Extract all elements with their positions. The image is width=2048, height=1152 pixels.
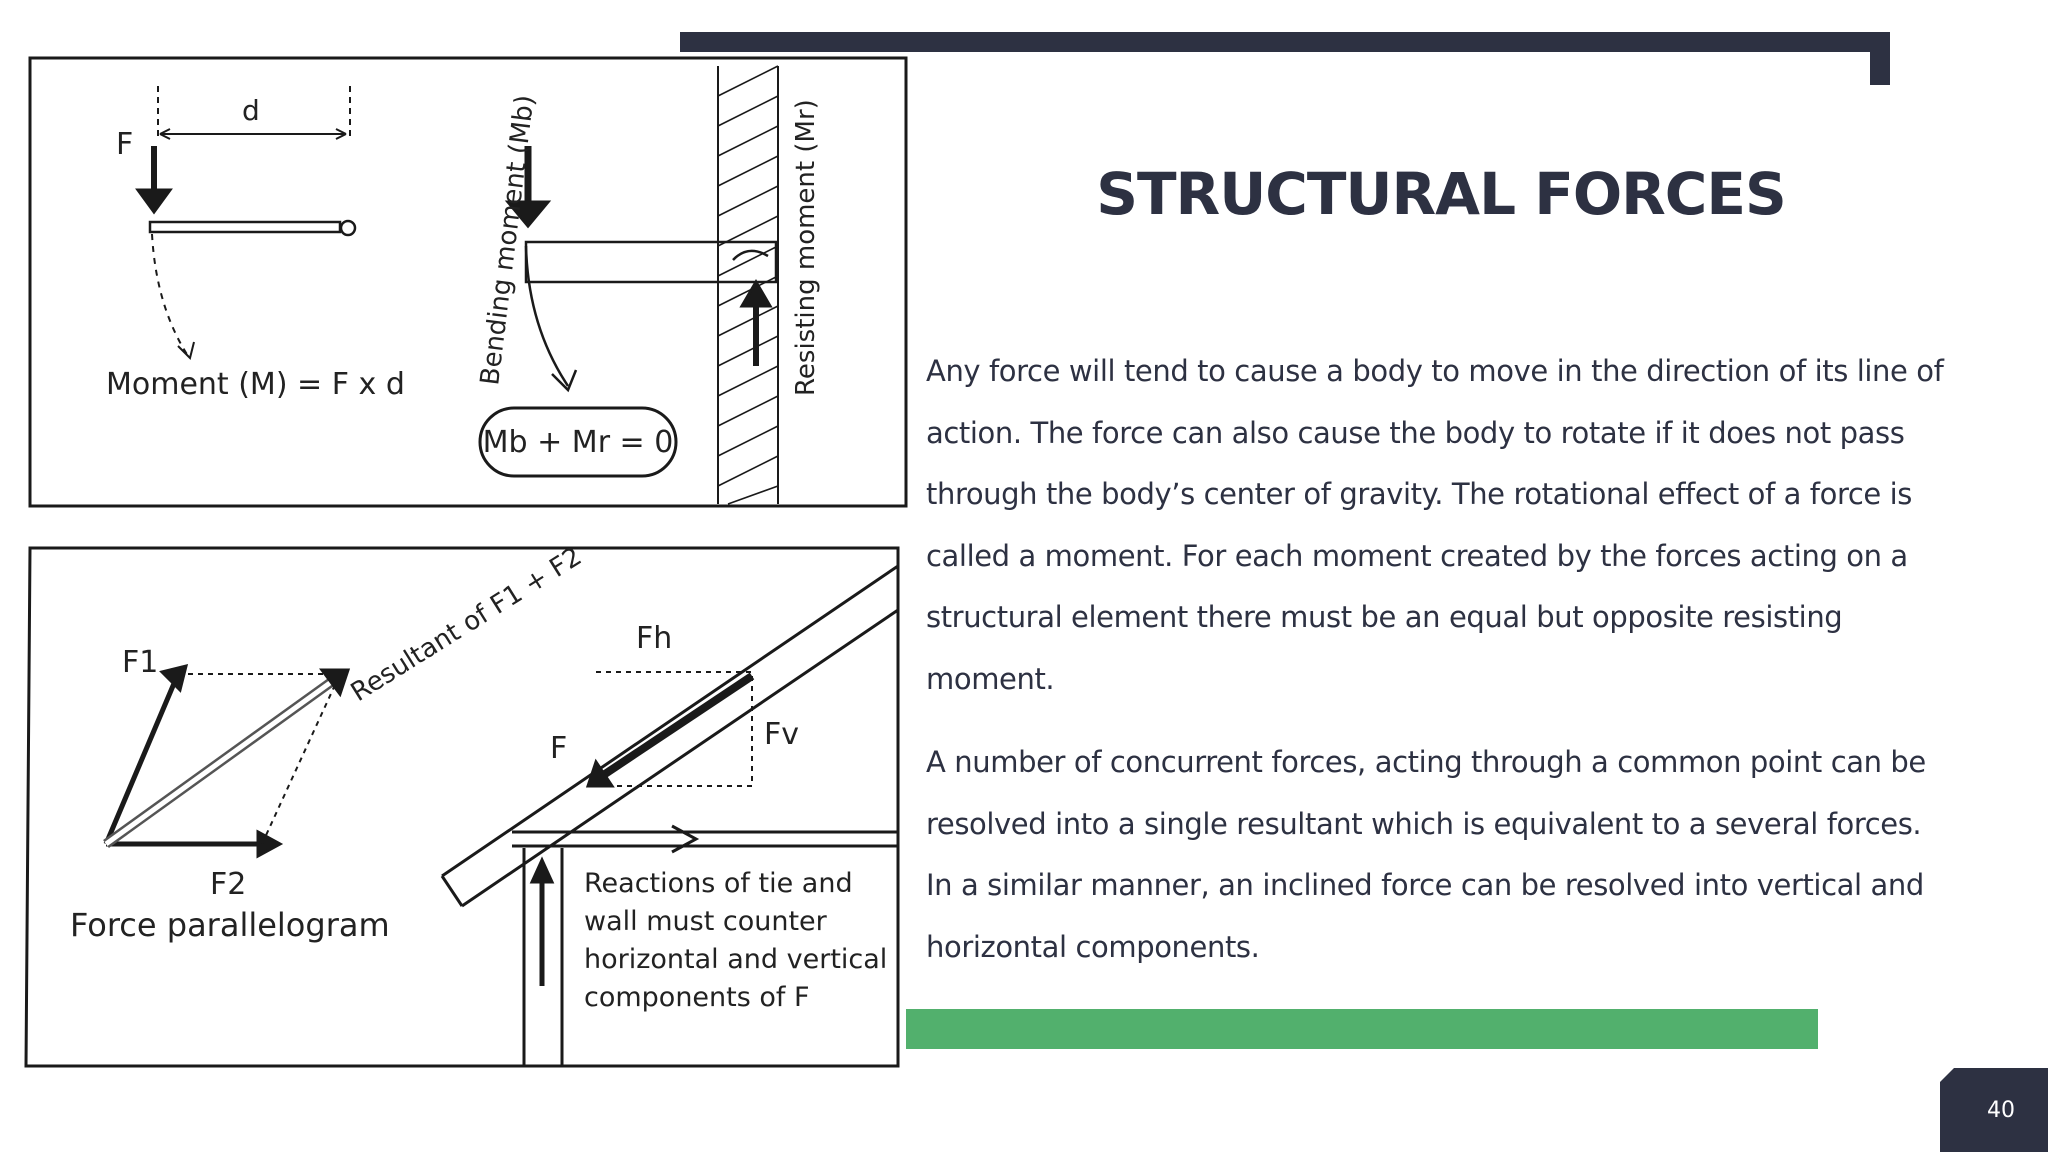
top-accent-bar: [680, 32, 1890, 52]
fh-label: Fh: [636, 621, 672, 656]
resultant-label: Resultant of F1 + F2: [346, 546, 587, 708]
equilibrium-label: Mb + Mr = 0: [483, 425, 674, 460]
page-number: 40: [1987, 1097, 2015, 1123]
reactions-line-1: Reactions of tie and: [584, 868, 853, 899]
fv-label: Fv: [764, 717, 799, 752]
moment-formula-label: Moment (M) = F x d: [106, 367, 405, 402]
force-f-label: F: [116, 127, 133, 162]
slide-body: Any force will tend to cause a body to m…: [926, 341, 1956, 1000]
reactions-line-3: horizontal and vertical: [584, 944, 887, 975]
f1-label: F1: [122, 645, 158, 680]
slide-title: STRUCTURAL FORCES: [1096, 160, 1787, 228]
f2-label: F2: [210, 867, 246, 902]
paragraph-concurrent-forces: A number of concurrent forces, acting th…: [926, 745, 1926, 964]
reactions-line-2: wall must counter: [584, 906, 828, 937]
bending-moment-label: Bending moment (Mb): [475, 93, 540, 386]
f-label: F: [550, 731, 567, 766]
reactions-line-4: components of F: [584, 982, 810, 1013]
force-parallelogram-caption: Force parallelogram: [70, 906, 390, 944]
distance-d-label: d: [242, 94, 260, 127]
force-resolution-diagram: F1 F2 Resultant of F1 + F2 Force paralle…: [22, 546, 902, 1068]
green-accent-bar: [906, 1009, 1818, 1049]
top-accent-bar-drop: [1870, 32, 1890, 85]
resisting-moment-label: Resisting moment (Mr): [791, 99, 821, 396]
paragraph-moments: Any force will tend to cause a body to m…: [926, 354, 1944, 696]
moment-diagram: Mb + Mr = 0 F d Moment (M) = F x d Bendi…: [28, 56, 908, 508]
page-number-badge: 40: [1940, 1068, 2048, 1152]
